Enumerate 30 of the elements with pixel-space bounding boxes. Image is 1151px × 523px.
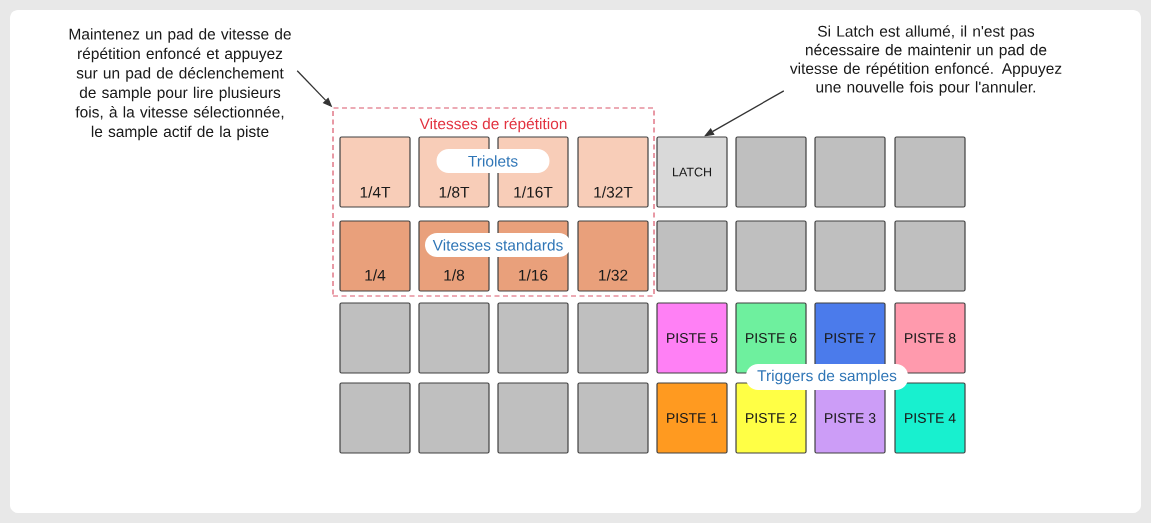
pad: 1/4T — [339, 136, 411, 208]
pad: LATCH — [656, 136, 728, 208]
annotation: Si Latch est allumé, il n'est pas nécessaire de maintenir un pad de vitesse de répétition enfoncé. Appuyez une nouvelle fois pour l'annuler. — [789, 25, 1062, 96]
pad: 1/4 — [339, 220, 411, 292]
pad: PISTE 4 — [894, 382, 966, 454]
pad: PISTE 1 — [656, 382, 728, 454]
pill-label: Triggers de samples — [746, 364, 908, 390]
pad — [894, 220, 966, 292]
annotation: Maintenez un pad de vitesse de répétition enfoncé et appuyez sur un pad de déclenchement de sample pour lire plusieurs fois, à la vitesse sélectionnée, le sample actif de la piste — [69, 28, 291, 141]
pad — [814, 220, 886, 292]
arrow — [704, 90, 785, 137]
pad — [418, 382, 490, 454]
pad — [418, 302, 490, 374]
pad — [497, 302, 569, 374]
pill-label: Vitesses standards — [425, 233, 571, 257]
pill-label: Triolets — [436, 149, 550, 173]
pad — [656, 220, 728, 292]
pad: PISTE 8 — [894, 302, 966, 374]
pad — [339, 302, 411, 374]
pad — [577, 382, 649, 454]
pad — [497, 382, 569, 454]
pad — [735, 136, 807, 208]
pad — [894, 136, 966, 208]
pad: PISTE 5 — [656, 302, 728, 374]
pad — [814, 136, 886, 208]
pad — [339, 382, 411, 454]
pad — [735, 220, 807, 292]
pad: 1/32 — [577, 220, 649, 292]
pad — [577, 302, 649, 374]
pad: 1/32T — [577, 136, 649, 208]
